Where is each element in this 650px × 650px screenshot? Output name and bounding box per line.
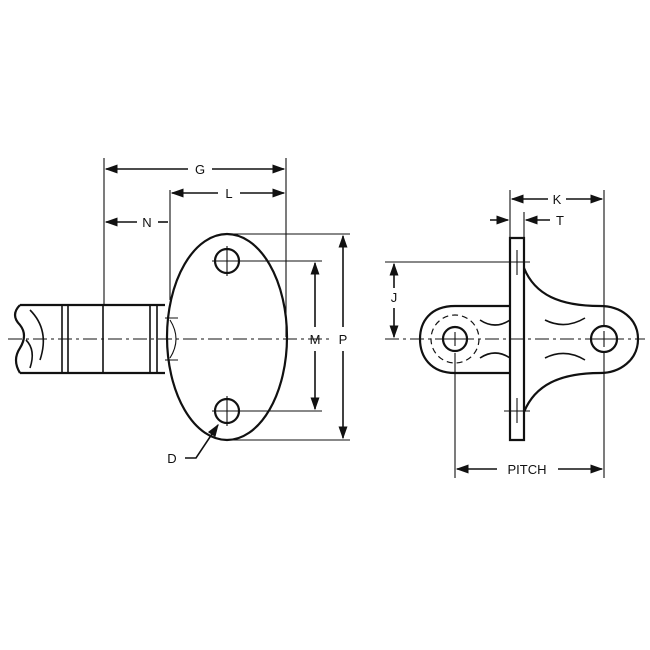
label-pitch: PITCH <box>508 462 547 477</box>
bolt-hole-top <box>212 246 242 276</box>
dimension-n: N <box>104 215 168 230</box>
label-j: J <box>391 290 398 305</box>
dimension-pitch: PITCH <box>455 462 604 477</box>
label-n: N <box>142 215 151 230</box>
dimension-k: K <box>510 192 604 207</box>
dimension-j: J <box>389 262 399 339</box>
label-m: M <box>310 332 321 347</box>
flared-link <box>522 267 640 413</box>
label-k: K <box>553 192 562 207</box>
end-view: K T J PITCH <box>385 190 645 478</box>
dimension-l: L <box>170 186 286 201</box>
dimension-g: G <box>104 162 286 177</box>
side-view: G L N M P D <box>8 158 350 466</box>
label-p: P <box>339 332 348 347</box>
leader-d: D <box>167 423 219 466</box>
label-t: T <box>556 213 564 228</box>
dimension-p: P <box>338 234 348 440</box>
dimension-m: M <box>310 261 321 411</box>
label-d: D <box>167 451 176 466</box>
dimension-t: T <box>490 213 564 228</box>
label-l: L <box>225 186 232 201</box>
label-g: G <box>195 162 205 177</box>
bolt-hole-bottom <box>212 396 242 426</box>
